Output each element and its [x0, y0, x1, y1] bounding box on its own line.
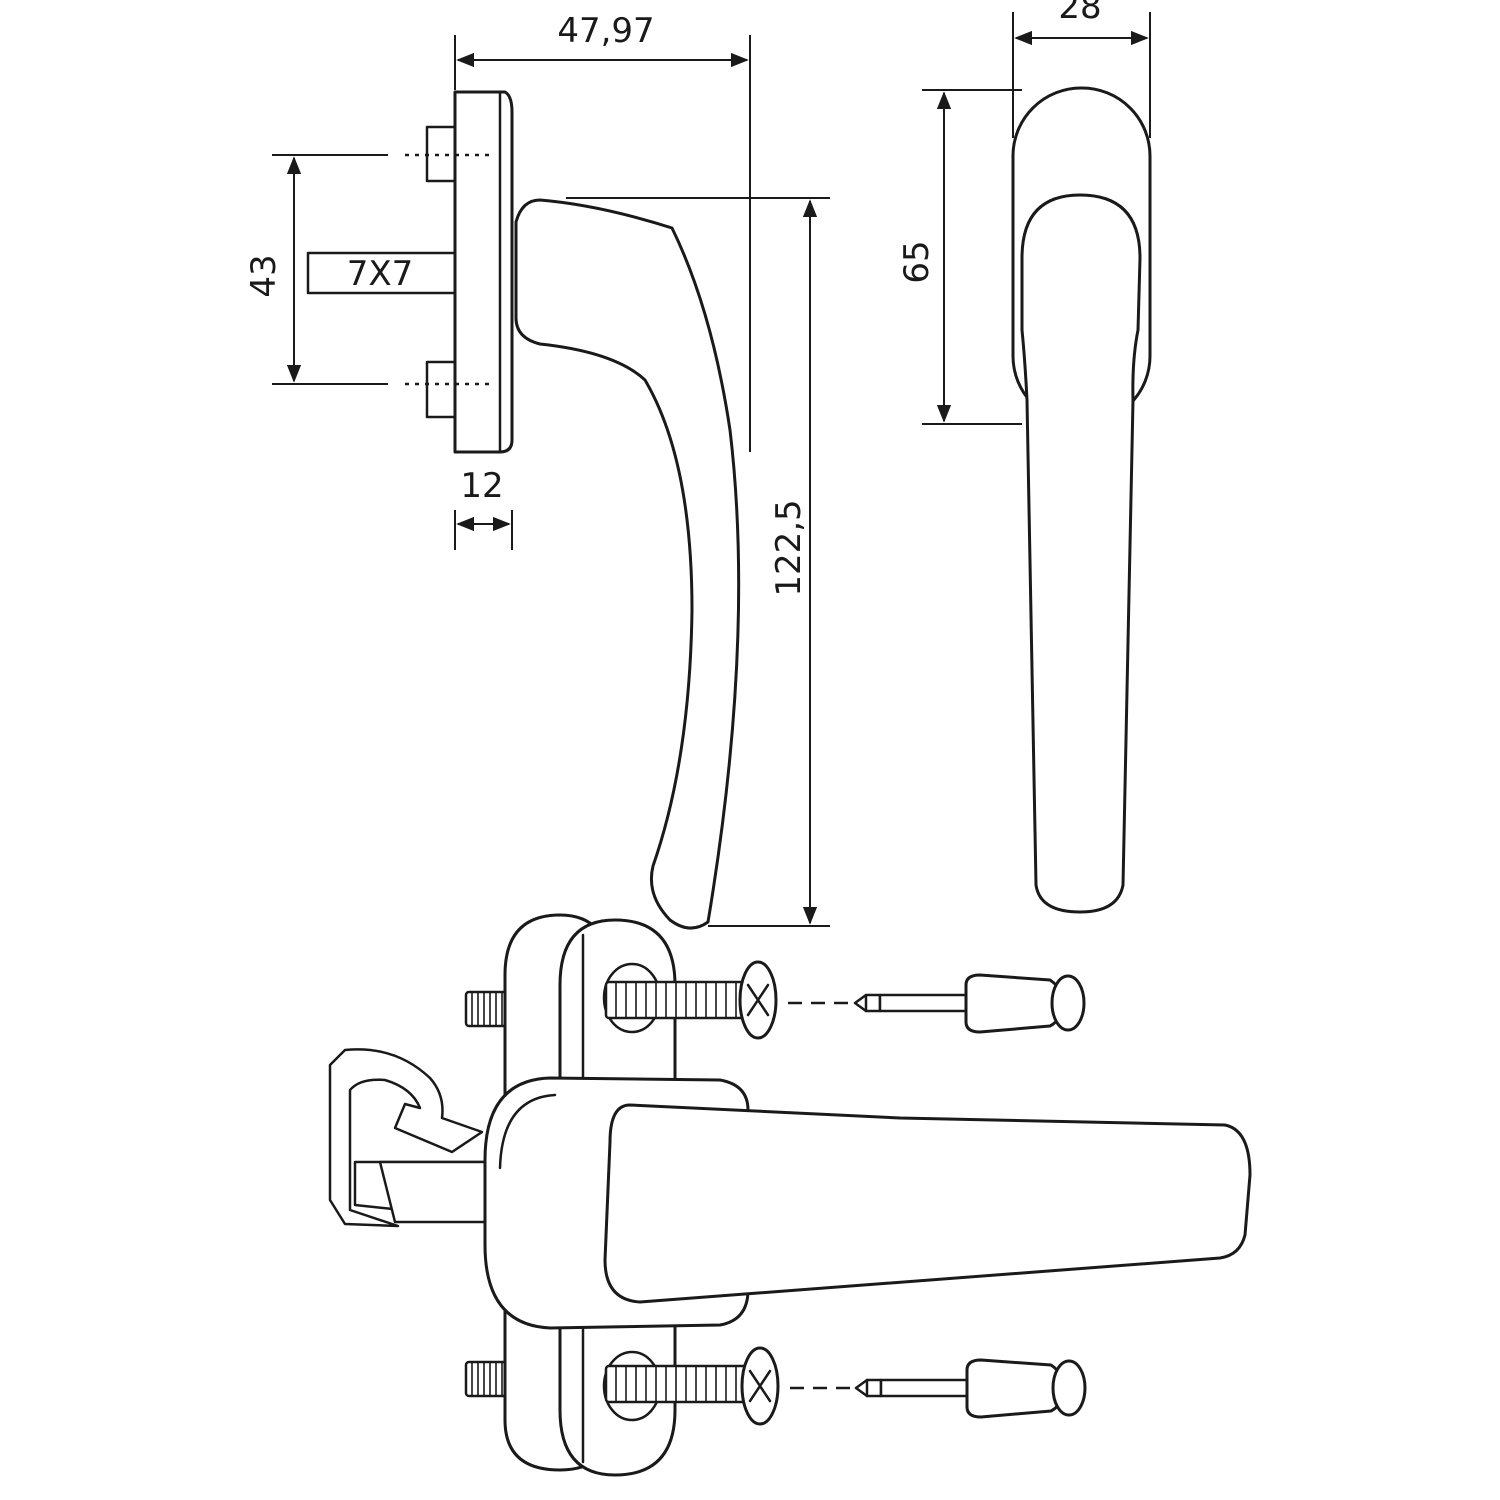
- spindle-size-label: 7X7: [347, 254, 414, 294]
- upper-screwdriver: [853, 973, 1086, 1034]
- screw-spacing-label: 43: [244, 254, 284, 297]
- handle-base-inner: [498, 1093, 557, 1170]
- lower-screwdriver: [854, 1358, 1087, 1419]
- side-view-dimensions: 43 7X7 47,97 122,5 12: [244, 11, 830, 927]
- upper-back-stud: [464, 990, 510, 1028]
- assembly-view: [328, 913, 1252, 1477]
- handle-lever-side: [514, 198, 741, 930]
- spindle-bar-front: [378, 1160, 497, 1224]
- handle-lever: [603, 1103, 1252, 1304]
- projection-width-label: 47,97: [557, 11, 654, 51]
- front-view: [1011, 86, 1152, 914]
- front-width-label: 28: [1058, 0, 1101, 27]
- front-view-dimensions: 28 65: [897, 0, 1151, 425]
- square-spindle: [306, 251, 460, 295]
- rose-height-label: 65: [897, 240, 937, 283]
- lower-fixing-stud: [425, 360, 459, 419]
- upper-fixing-stud: [425, 125, 459, 183]
- rose-plate-side: [453, 90, 514, 454]
- lower-screw: [604, 1346, 780, 1426]
- side-view: [306, 90, 741, 930]
- handle-lever-front: [1020, 193, 1142, 914]
- rotation-arrow: [328, 1048, 484, 1228]
- total-height-label: 122,5: [769, 499, 809, 596]
- rose-depth-label: 12: [460, 466, 503, 506]
- upper-screw: [604, 960, 778, 1040]
- lower-back-stud: [464, 1360, 510, 1398]
